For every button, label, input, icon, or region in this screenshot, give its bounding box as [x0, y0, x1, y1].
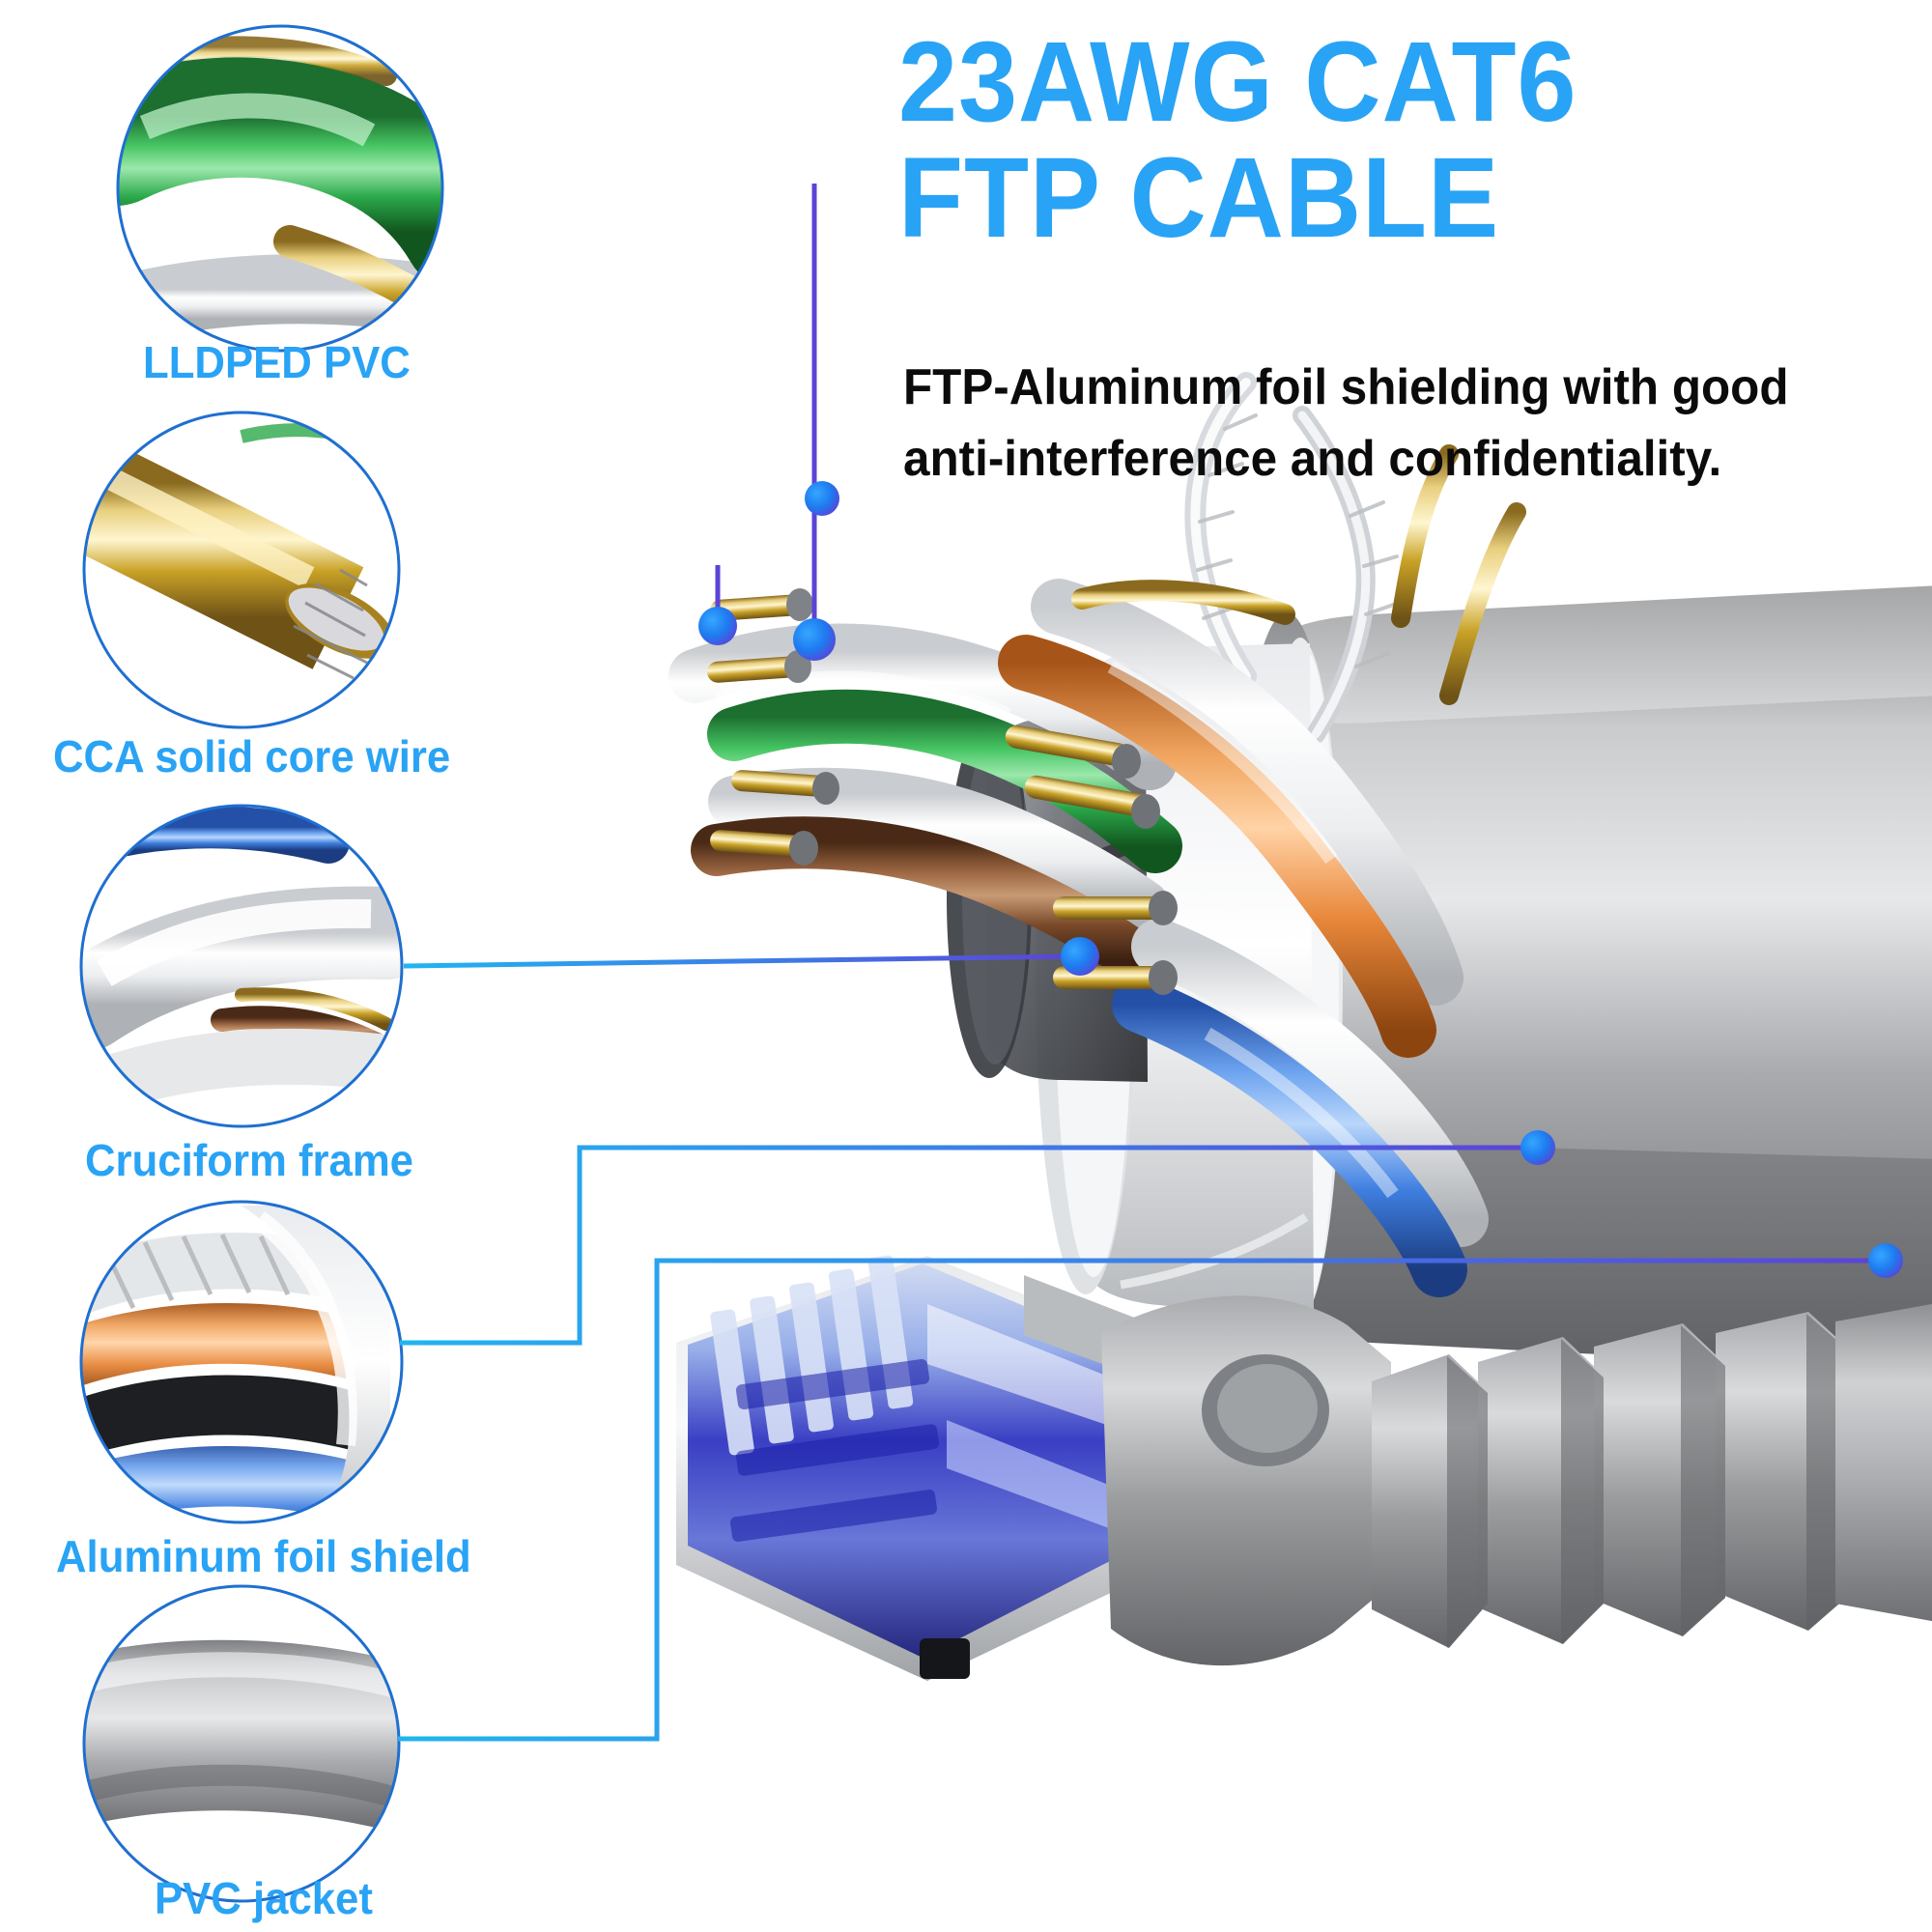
- subtitle-text: FTP-Aluminum foil shielding with good an…: [903, 359, 1789, 487]
- callout-art-cruciform-frame: [81, 806, 402, 1126]
- callout-circle-outlines: [79, 24, 444, 1903]
- twisted-pair-blue: [1112, 919, 1489, 1297]
- rj45-connector: [676, 1255, 1236, 1681]
- callout-label-lldped-pvc: LLDPED PVC: [143, 337, 411, 387]
- cruciform-separator-art: [947, 717, 1151, 1082]
- exposed-conductors: [707, 444, 1526, 995]
- callout-art-cca-solid-core-wire: [84, 412, 399, 727]
- leader-endpoint-dots: [698, 481, 1903, 1278]
- strain-relief-boot: [1101, 1295, 1932, 1666]
- callout-label-pvc-jacket: PVC jacket: [155, 1873, 373, 1923]
- cable-jacket: [1231, 585, 1932, 1372]
- twisted-pair-orange: [998, 579, 1463, 1058]
- callout-label-aluminum-foil-shield: Aluminum foil shield: [56, 1531, 471, 1581]
- twisted-pair-green: [668, 623, 1182, 873]
- title-line-2: FTP CABLE: [898, 134, 1500, 263]
- callout-label-cca-solid-core-wire: CCA solid core wire: [53, 731, 451, 781]
- twisted-pair-brown: [691, 767, 1170, 986]
- aluminum-foil-shield-art: [1036, 643, 1314, 1314]
- callout-art-aluminum-foil-shield: [81, 1202, 402, 1522]
- page-title: 23AWG CAT6 FTP CABLE: [898, 24, 1874, 257]
- callout-art-pvc-jacket: [84, 1586, 399, 1901]
- callout-label-cruciform-frame: Cruciform frame: [85, 1135, 413, 1185]
- title-line-1: 23AWG CAT6: [898, 18, 1577, 146]
- callout-art-lldped-pvc: [118, 26, 442, 351]
